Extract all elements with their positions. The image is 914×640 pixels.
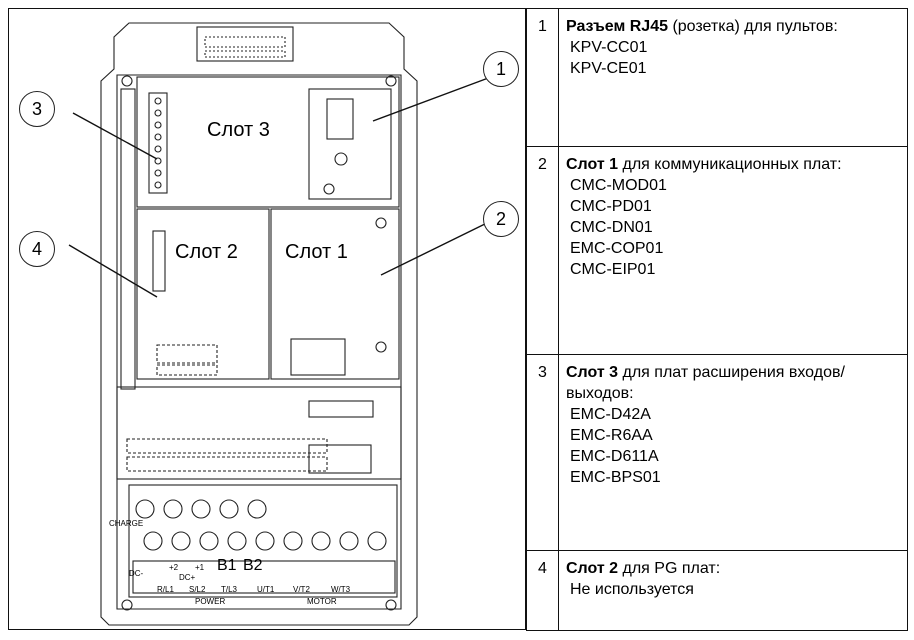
legend-item: CMC-EIP01 <box>566 259 901 280</box>
legend-row: 2 Слот 1 для коммуникационных плат: CMC-… <box>527 147 908 355</box>
mounting-hole <box>122 76 132 86</box>
legend-description: Разъем RJ45 (розетка) для пультов: KPV-C… <box>559 9 908 147</box>
slot2-terminal-block <box>153 231 165 291</box>
rj45-area <box>309 89 391 199</box>
legend-item: EMC-D42A <box>566 404 901 425</box>
legend-item: EMC-D611A <box>566 446 901 467</box>
plus1-label: +1 <box>195 563 204 572</box>
callout-leaders <box>69 77 491 297</box>
slot2-label: Слот 2 <box>175 241 238 263</box>
top-connector-pins-2 <box>205 51 285 57</box>
callout-4: 4 <box>19 231 55 267</box>
s-l2-label: S/L2 <box>189 585 205 594</box>
callout-3: 3 <box>19 91 55 127</box>
drive-housing-inner <box>117 75 401 609</box>
slot1-screw <box>376 218 386 228</box>
legend-row: 4 Слот 2 для PG плат: Не используется <box>527 551 908 631</box>
v-t2-label: V/T2 <box>293 585 310 594</box>
dc-plus-label: DC+ <box>179 573 195 582</box>
slot3-label: Слот 3 <box>207 119 270 141</box>
legend-title: Слот 2 для PG плат: <box>566 558 901 579</box>
legend-item: EMC-COP01 <box>566 238 901 259</box>
top-connector-pins <box>205 37 285 47</box>
w-t3-label: W/T3 <box>331 585 350 594</box>
power-terminal-screws <box>136 500 386 550</box>
legend-title-rest: для PG плат: <box>618 560 720 577</box>
legend-item: CMC-DN01 <box>566 217 901 238</box>
legend-title-rest: (розетка) для пультов: <box>668 18 838 35</box>
legend-item: Не используется <box>566 579 901 600</box>
drive-diagram-panel: Слот 3 Слот 2 Слот 1 CHARGE DC- +2 +1 DC… <box>8 8 526 630</box>
drive-drawing <box>9 9 527 631</box>
legend-title-bold: Слот 1 <box>566 156 618 173</box>
legend-title-bold: Разъем RJ45 <box>566 18 668 35</box>
legend-row: 1 Разъем RJ45 (розетка) для пультов: KPV… <box>527 9 908 147</box>
r-l1-label: R/L1 <box>157 585 174 594</box>
legend-item: KPV-CC01 <box>566 37 901 58</box>
legend-description: Слот 3 для плат расширения входов/выходо… <box>559 355 908 551</box>
plus2-label: +2 <box>169 563 178 572</box>
top-connector <box>197 27 293 61</box>
t-l3-label: T/L3 <box>221 585 237 594</box>
legend-item: EMC-BPS01 <box>566 467 901 488</box>
legend-title: Слот 3 для плат расширения входов/выходо… <box>566 362 901 404</box>
relay-terminals <box>309 401 373 417</box>
slot3-terminals <box>155 98 161 188</box>
control-terminal-box <box>309 445 371 473</box>
slot3-terminal-block <box>149 93 167 193</box>
legend-item: KPV-CE01 <box>566 58 901 79</box>
slot2-connector <box>157 345 217 363</box>
legend-title-bold: Слот 3 <box>566 364 618 381</box>
legend-description: Слот 2 для PG плат: Не используется <box>559 551 908 631</box>
charge-label: CHARGE <box>109 519 143 528</box>
slot3-screw <box>324 184 334 194</box>
legend-title: Слот 1 для коммуникационных плат: <box>566 154 901 175</box>
slot1-board <box>271 209 399 379</box>
u-t1-label: U/T1 <box>257 585 274 594</box>
legend-number: 4 <box>527 551 559 631</box>
b1-label: B1 <box>217 557 237 575</box>
legend-number: 1 <box>527 9 559 147</box>
legend-item: EMC-R6AA <box>566 425 901 446</box>
control-terminal-row <box>127 439 327 471</box>
power-label: POWER <box>195 597 225 606</box>
slot1-module <box>291 339 345 375</box>
motor-label: MOTOR <box>307 597 337 606</box>
callout-1: 1 <box>483 51 519 87</box>
legend-row: 3 Слот 3 для плат расширения входов/выхо… <box>527 355 908 551</box>
slot-legend-table: 1 Разъем RJ45 (розетка) для пультов: KPV… <box>526 8 908 631</box>
legend-number: 2 <box>527 147 559 355</box>
slot1-screw-2 <box>376 342 386 352</box>
legend-title-bold: Слот 2 <box>566 560 618 577</box>
legend-item: CMC-MOD01 <box>566 175 901 196</box>
rj45-screw <box>335 153 347 165</box>
rj45-socket <box>327 99 353 139</box>
slot2-connector-2 <box>157 365 217 375</box>
legend-description: Слот 1 для коммуникационных плат: CMC-MO… <box>559 147 908 355</box>
left-rail <box>121 89 135 389</box>
legend-item: CMC-PD01 <box>566 196 901 217</box>
dc-minus-label: DC- <box>129 569 143 578</box>
legend-number: 3 <box>527 355 559 551</box>
legend-title-rest: для коммуникационных плат: <box>618 156 841 173</box>
slot3-board <box>137 77 399 207</box>
callout-2: 2 <box>483 201 519 237</box>
legend-title: Разъем RJ45 (розетка) для пультов: <box>566 16 901 37</box>
slot1-label: Слот 1 <box>285 241 348 263</box>
b2-label: B2 <box>243 557 263 575</box>
